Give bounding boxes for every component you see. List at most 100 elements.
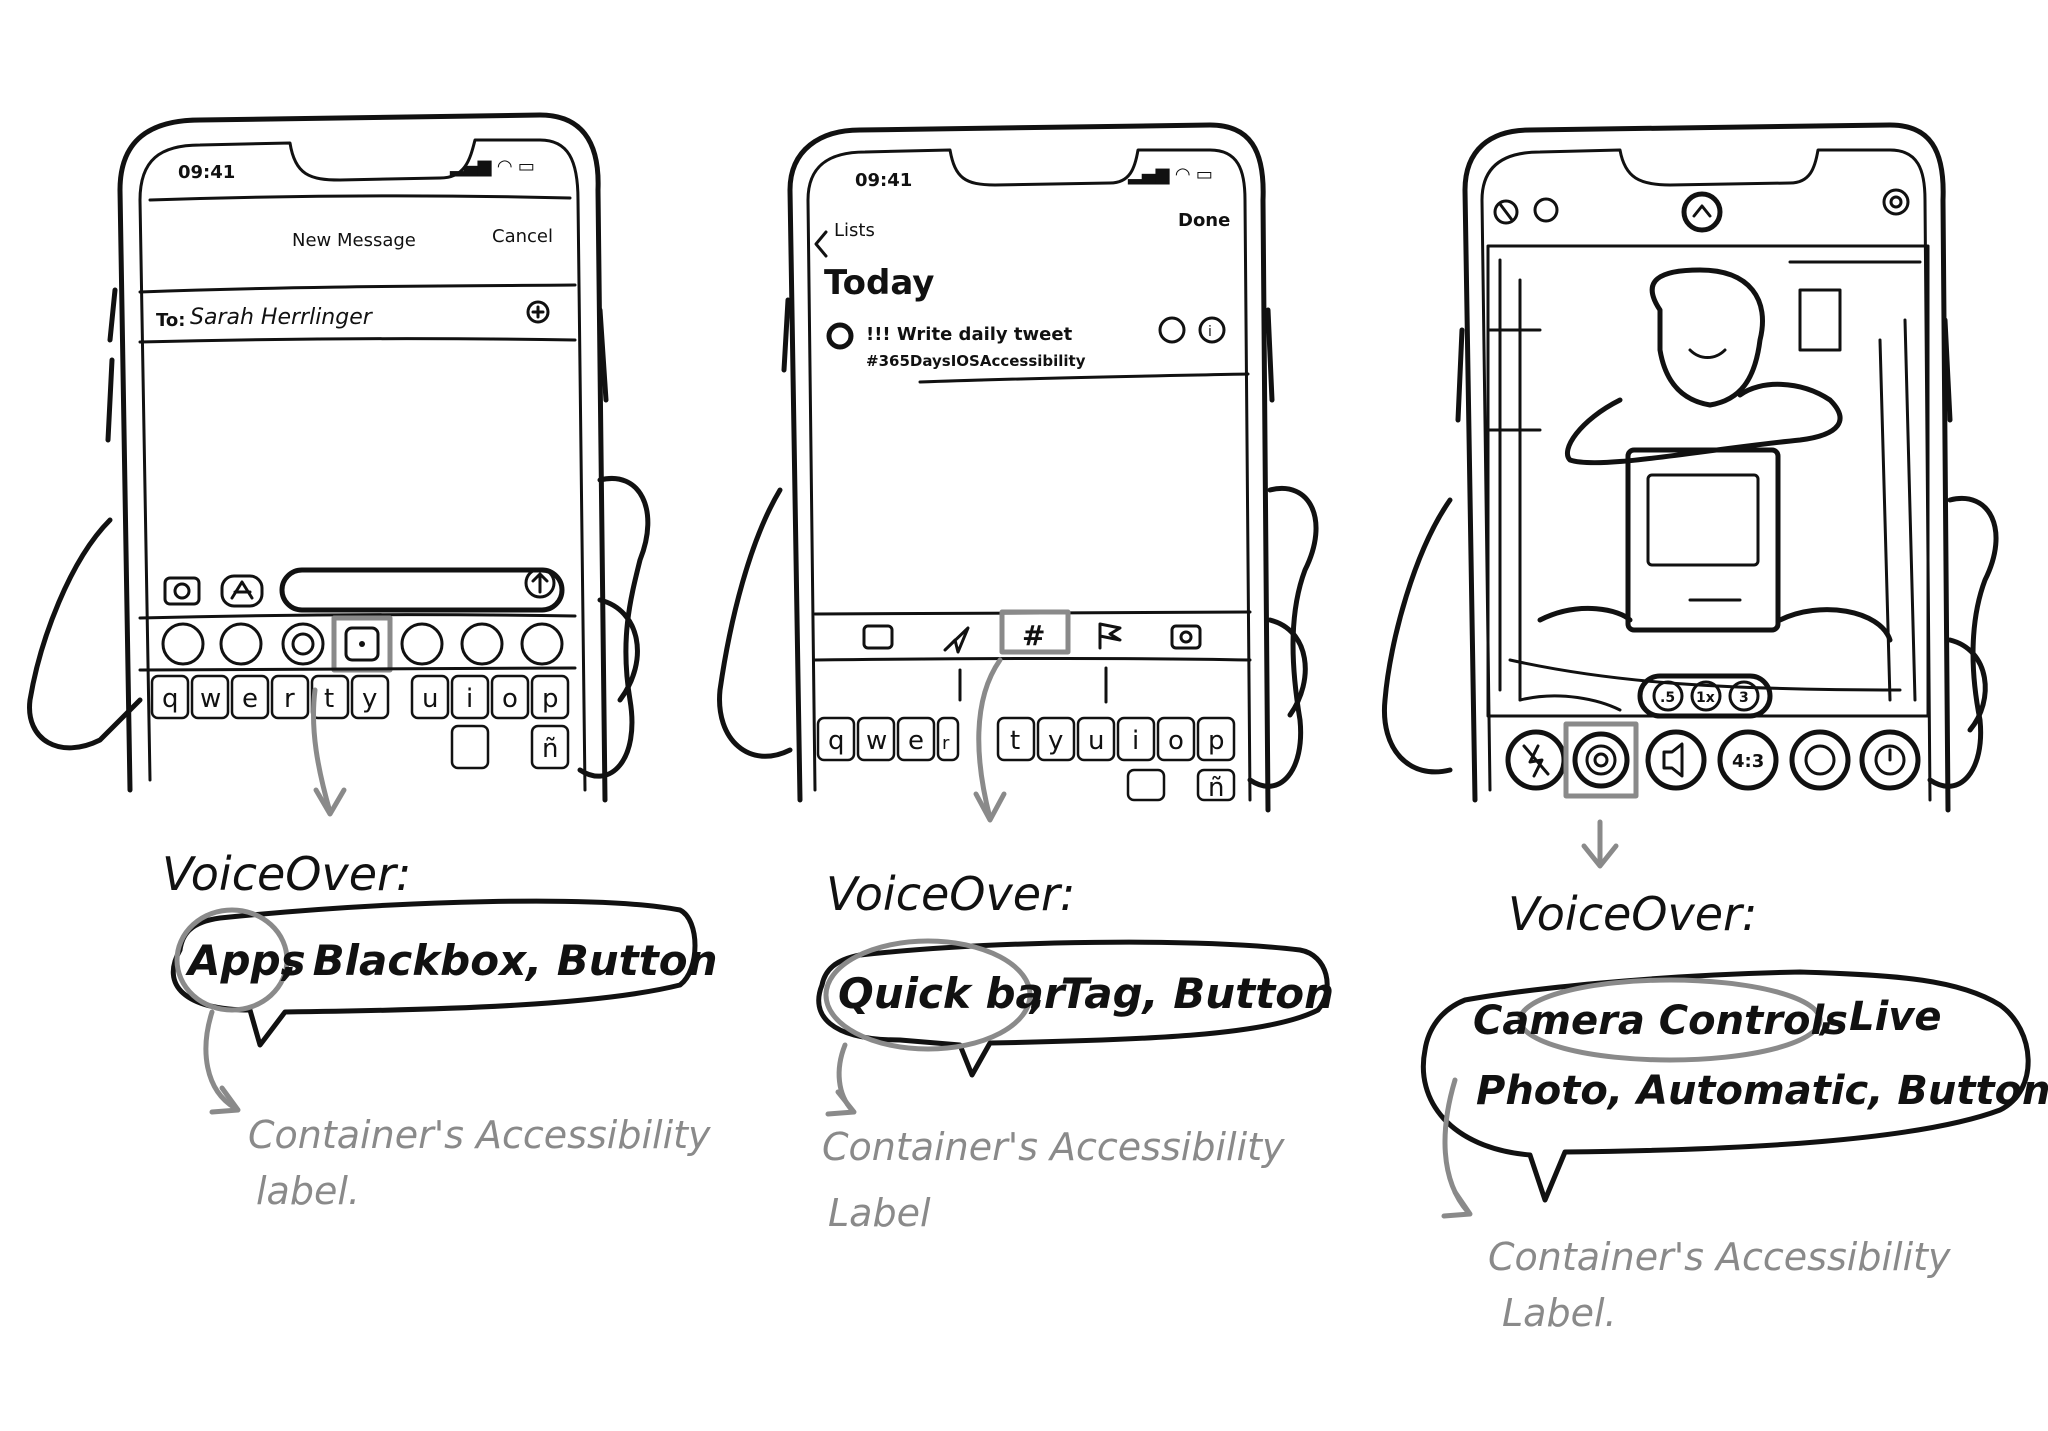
svg-text:ñ: ñ xyxy=(542,734,558,764)
flag-icon[interactable] xyxy=(1098,622,1122,650)
assignee-avatar[interactable] xyxy=(1158,316,1186,344)
photos-app-icon[interactable] xyxy=(161,622,205,666)
target-icon[interactable] xyxy=(1882,188,1910,216)
key[interactable] xyxy=(816,716,856,762)
viewfinder-scene xyxy=(1486,258,1922,712)
panel-3-annotation: VoiceOver: Camera Controls , Live Photo,… xyxy=(1420,887,2048,1335)
status-time: 09:41 xyxy=(178,162,235,183)
key[interactable] xyxy=(410,674,450,720)
svg-text:o: o xyxy=(502,684,518,714)
left-hand-1 xyxy=(27,517,143,751)
bubble-3-text-2: Photo, Automatic, Button xyxy=(1476,1068,2048,1114)
key[interactable] xyxy=(530,674,570,720)
share-app-icon[interactable] xyxy=(460,622,504,666)
camera-controls-highlight xyxy=(1517,977,1823,1063)
svg-text:i: i xyxy=(1208,324,1212,340)
svg-text:1x: 1x xyxy=(1696,690,1715,706)
key[interactable] xyxy=(350,674,390,720)
speech-bubble-2 xyxy=(816,939,1330,1078)
key[interactable] xyxy=(896,716,936,762)
apps-highlight xyxy=(174,907,290,1013)
svg-text:i: i xyxy=(466,684,473,714)
location-icon[interactable] xyxy=(943,626,970,654)
svg-text:w: w xyxy=(866,726,887,756)
key[interactable] xyxy=(1196,768,1236,802)
lists-back-button[interactable]: Lists xyxy=(834,220,875,241)
caption-2-line-1: Container's Accessibility xyxy=(822,1125,1285,1169)
right-hand-2 xyxy=(1247,486,1319,789)
svg-text:e: e xyxy=(242,684,258,714)
svg-text:w: w xyxy=(200,684,221,714)
camera-icon[interactable] xyxy=(163,576,201,606)
key[interactable] xyxy=(150,674,190,720)
task-checkbox[interactable] xyxy=(826,322,854,350)
key[interactable] xyxy=(1196,716,1236,762)
flash-icon[interactable] xyxy=(1493,199,1519,225)
key[interactable] xyxy=(936,716,960,762)
cancel-button[interactable]: Cancel xyxy=(492,226,553,247)
music-app-icon[interactable] xyxy=(400,622,444,666)
voiceover-label-2: VoiceOver: xyxy=(826,867,1075,921)
back-chevron-icon[interactable] xyxy=(814,230,828,258)
tag-icon[interactable]: # xyxy=(1022,619,1045,652)
app-store-app-icon[interactable] xyxy=(219,622,263,666)
apps-strip xyxy=(161,615,564,673)
key[interactable] xyxy=(1076,716,1116,762)
live-photo-button[interactable] xyxy=(1572,731,1630,789)
timer-button[interactable] xyxy=(1859,729,1921,791)
svg-text:i: i xyxy=(1132,726,1139,756)
send-icon[interactable] xyxy=(524,567,556,599)
done-button[interactable]: Done xyxy=(1178,210,1230,231)
app-store-icon[interactable] xyxy=(220,574,264,608)
voiceover-label-3: VoiceOver: xyxy=(1508,887,1757,941)
right-hand-1 xyxy=(577,476,651,779)
key[interactable] xyxy=(856,716,896,762)
more-app-icon[interactable] xyxy=(520,622,564,666)
key[interactable] xyxy=(190,674,230,720)
expand-controls-icon[interactable] xyxy=(1681,191,1723,233)
sound-off-button[interactable] xyxy=(1645,729,1707,791)
key[interactable] xyxy=(490,674,530,720)
date-icon[interactable] xyxy=(862,624,894,650)
info-icon[interactable] xyxy=(1198,316,1226,344)
zoom-1x[interactable] xyxy=(1690,680,1722,712)
camera-icon-2[interactable] xyxy=(1170,624,1202,650)
zoom-3[interactable] xyxy=(1728,680,1760,712)
add-contact-icon[interactable] xyxy=(526,300,550,324)
bubble-3-text-1: , Live xyxy=(1818,994,1942,1040)
svg-text:t: t xyxy=(1010,726,1020,756)
left-hand-3 xyxy=(1381,497,1453,775)
quick-bar-highlight xyxy=(823,938,1033,1052)
fitness-app-icon[interactable] xyxy=(281,622,325,666)
svg-text:p: p xyxy=(542,684,559,714)
message-input[interactable] xyxy=(279,567,565,613)
key[interactable] xyxy=(230,674,270,720)
key[interactable] xyxy=(1036,716,1076,762)
zoom-0-5[interactable] xyxy=(1652,680,1684,712)
exposure-button[interactable] xyxy=(1789,729,1851,791)
live-photo-icon[interactable] xyxy=(1533,197,1559,223)
svg-text:ñ: ñ xyxy=(1208,773,1224,803)
tag-highlight xyxy=(999,609,1071,655)
key[interactable] xyxy=(530,724,570,770)
speech-bubble-3 xyxy=(1420,969,2031,1203)
key[interactable] xyxy=(450,674,490,720)
key[interactable] xyxy=(996,716,1036,762)
task-title[interactable]: !!! Write daily tweet xyxy=(866,324,1073,345)
viewfinder xyxy=(1486,244,1930,718)
svg-text:4:3: 4:3 xyxy=(1732,751,1764,772)
svg-text:3: 3 xyxy=(1739,690,1749,706)
key[interactable] xyxy=(270,674,310,720)
caption-arrow-1 xyxy=(203,1009,238,1111)
status-time-2: 09:41 xyxy=(855,170,912,191)
blackbox-app-icon[interactable] xyxy=(344,626,380,662)
computer xyxy=(1625,447,1781,633)
keyboard-1: q w e r t y u i o p ñ xyxy=(150,674,570,770)
key[interactable] xyxy=(1156,716,1196,762)
arrow-2 xyxy=(976,657,1003,821)
quick-bar: # xyxy=(862,609,1202,655)
key[interactable] xyxy=(1116,716,1156,762)
aspect-ratio-button[interactable] xyxy=(1717,729,1779,791)
recipient-field[interactable]: Sarah Herrlinger xyxy=(190,305,374,330)
